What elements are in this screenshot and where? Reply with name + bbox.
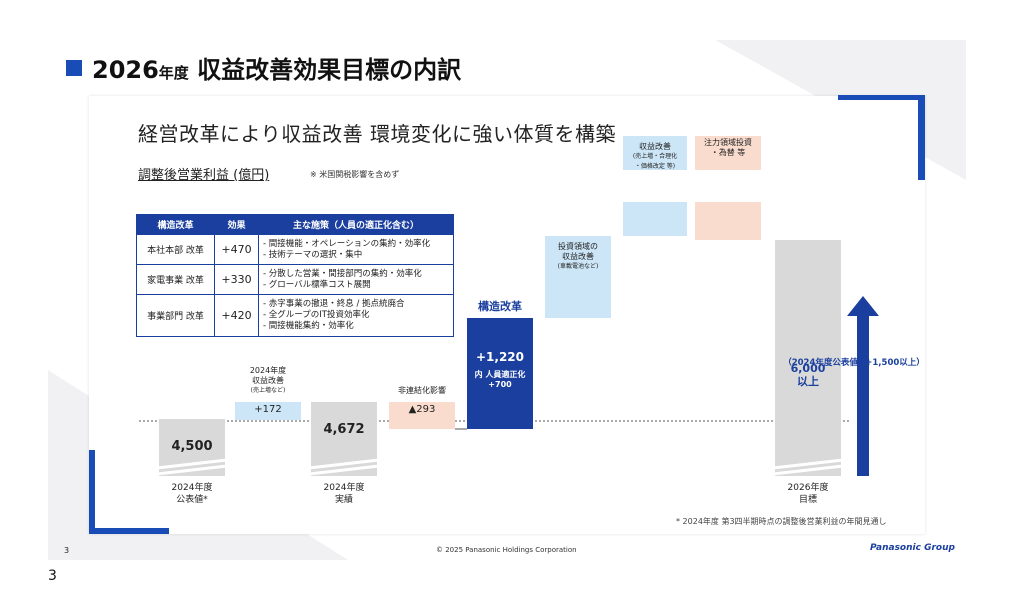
bar-value-label: ▲293 (408, 404, 436, 415)
axis-break-mark (772, 458, 844, 470)
arrow-shaft (857, 316, 869, 476)
bar-value-label: 4,672 (323, 422, 365, 437)
table-cell-effect: +470 (214, 234, 259, 265)
chart-subnote: ※ 米国関税影響を含めず (310, 170, 400, 179)
footer-page-number: 3 (64, 546, 70, 555)
bar-top-label: 投資領域の収益改善(車載電池など) (557, 242, 599, 270)
bar-top-label: 構造改革 (478, 300, 522, 313)
bar-sub-label: 内 人員適正化+700 (474, 370, 526, 389)
footnote: * 2024年度 第3四半期時点の調整後営業利益の年間見通し (676, 517, 887, 526)
table-item: - 技術テーマの選択・集中 (263, 249, 363, 260)
bar-value-label: +1,220 (475, 350, 524, 364)
arrow-note: （2024年度公表値* +1,500以上） (783, 358, 925, 368)
bar-delta (467, 318, 533, 429)
axis-break-mark (772, 464, 844, 476)
page-number: 3 (48, 568, 57, 584)
headline: 経営改革により収益改善 環境変化に強い体質を構築 (138, 122, 616, 146)
bar-top-label: 2024年度収益改善(売上増など) (249, 366, 287, 394)
axis-break-mark (156, 464, 228, 476)
accent-bar (918, 95, 925, 180)
category-label: 2024年度実績 (323, 483, 365, 505)
footer-copyright: © 2025 Panasonic Holdings Corporation (436, 546, 577, 554)
bar-top-label: 非連結化影響 (398, 386, 446, 395)
bar-total (775, 240, 841, 476)
bar-delta (389, 402, 455, 429)
table-item: - 間接機能・オペレーションの集約・効率化 (263, 238, 431, 249)
bar-delta (545, 236, 611, 318)
table-cell-items: - 間接機能・オペレーションの集約・効率化 - 技術テーマの選択・集中 (258, 234, 454, 265)
waterfall-chart (139, 136, 879, 476)
table-cell-name: 本社本部 改革 (136, 234, 215, 265)
title-marker (66, 60, 82, 76)
table-cell-effect: +330 (214, 264, 259, 295)
table-row: 事業部門 改革 +420 - 赤字事業の撤退・終息 / 拠点統廃合 - 全グルー… (136, 294, 454, 337)
table-item: - グローバル標準コスト展開 (263, 279, 371, 290)
axis-break-mark (308, 464, 380, 476)
category-label: 2026年度目標 (787, 483, 829, 505)
bar-delta (695, 202, 761, 240)
table-cell-name: 事業部門 改革 (136, 294, 215, 337)
axis-break-mark (308, 458, 380, 470)
accent-bar (838, 95, 924, 100)
bar-value-label: 4,500 (171, 439, 213, 454)
table-item: - 赤字事業の撤退・終息 / 拠点統廃合 (263, 299, 405, 309)
accent-bar (89, 528, 169, 534)
accent-bar (89, 450, 95, 534)
table-header: 効果 (214, 214, 259, 235)
table-item: - 全グループのIT投資効率化 (263, 310, 370, 320)
bar-top-label: 注力領域投資・為替 等 (704, 138, 752, 157)
table-cell-items: - 分散した営業・間接部門の集約・効率化 - グローバル標準コスト展開 (258, 264, 454, 295)
slide: 2026年度 収益改善効果目標の内訳 経営改革により収益改善 環境変化に強い体質… (48, 40, 966, 560)
bar-top-label: 収益改善(売上増・合理化・価格改定 等) (632, 142, 678, 170)
table-cell-items: - 赤字事業の撤退・終息 / 拠点統廃合 - 全グループのIT投資効率化 - 間… (258, 294, 454, 337)
category-label: 2024年度公表値* (171, 483, 213, 505)
table-header-row: 構造改革 効果 主な施策（人員の適正化含む） (136, 214, 454, 235)
structural-reform-table: 構造改革 効果 主な施策（人員の適正化含む） 本社本部 改革 +470 - 間接… (136, 214, 454, 337)
table-item: - 分散した営業・間接部門の集約・効率化 (263, 268, 422, 279)
table-header: 構造改革 (136, 214, 215, 235)
chart-subtitle: 調整後営業利益 (億円) (138, 168, 270, 183)
table-row: 家電事業 改革 +330 - 分散した営業・間接部門の集約・効率化 - グローバ… (136, 264, 454, 295)
label-box (623, 136, 687, 170)
arrow-head (847, 296, 879, 316)
bar-value-label: +172 (254, 404, 282, 415)
table-row: 本社本部 改革 +470 - 間接機能・オペレーションの集約・効率化 - 技術テ… (136, 234, 454, 265)
table-item: - 間接機能集約・効率化 (263, 321, 354, 331)
bar-delta (623, 202, 687, 236)
brand-logo: Panasonic Group (870, 543, 955, 553)
label-box (695, 136, 761, 170)
table-header: 主な施策（人員の適正化含む） (258, 214, 454, 235)
bar-delta (235, 402, 301, 420)
chart-guidelines (139, 420, 849, 430)
target-arrow (847, 296, 879, 476)
page-title: 2026年度 収益改善効果目標の内訳 (92, 56, 462, 84)
table-cell-effect: +420 (214, 294, 259, 337)
axis-break-mark (156, 458, 228, 470)
table-cell-name: 家電事業 改革 (136, 264, 215, 295)
chart-bars (156, 136, 844, 476)
